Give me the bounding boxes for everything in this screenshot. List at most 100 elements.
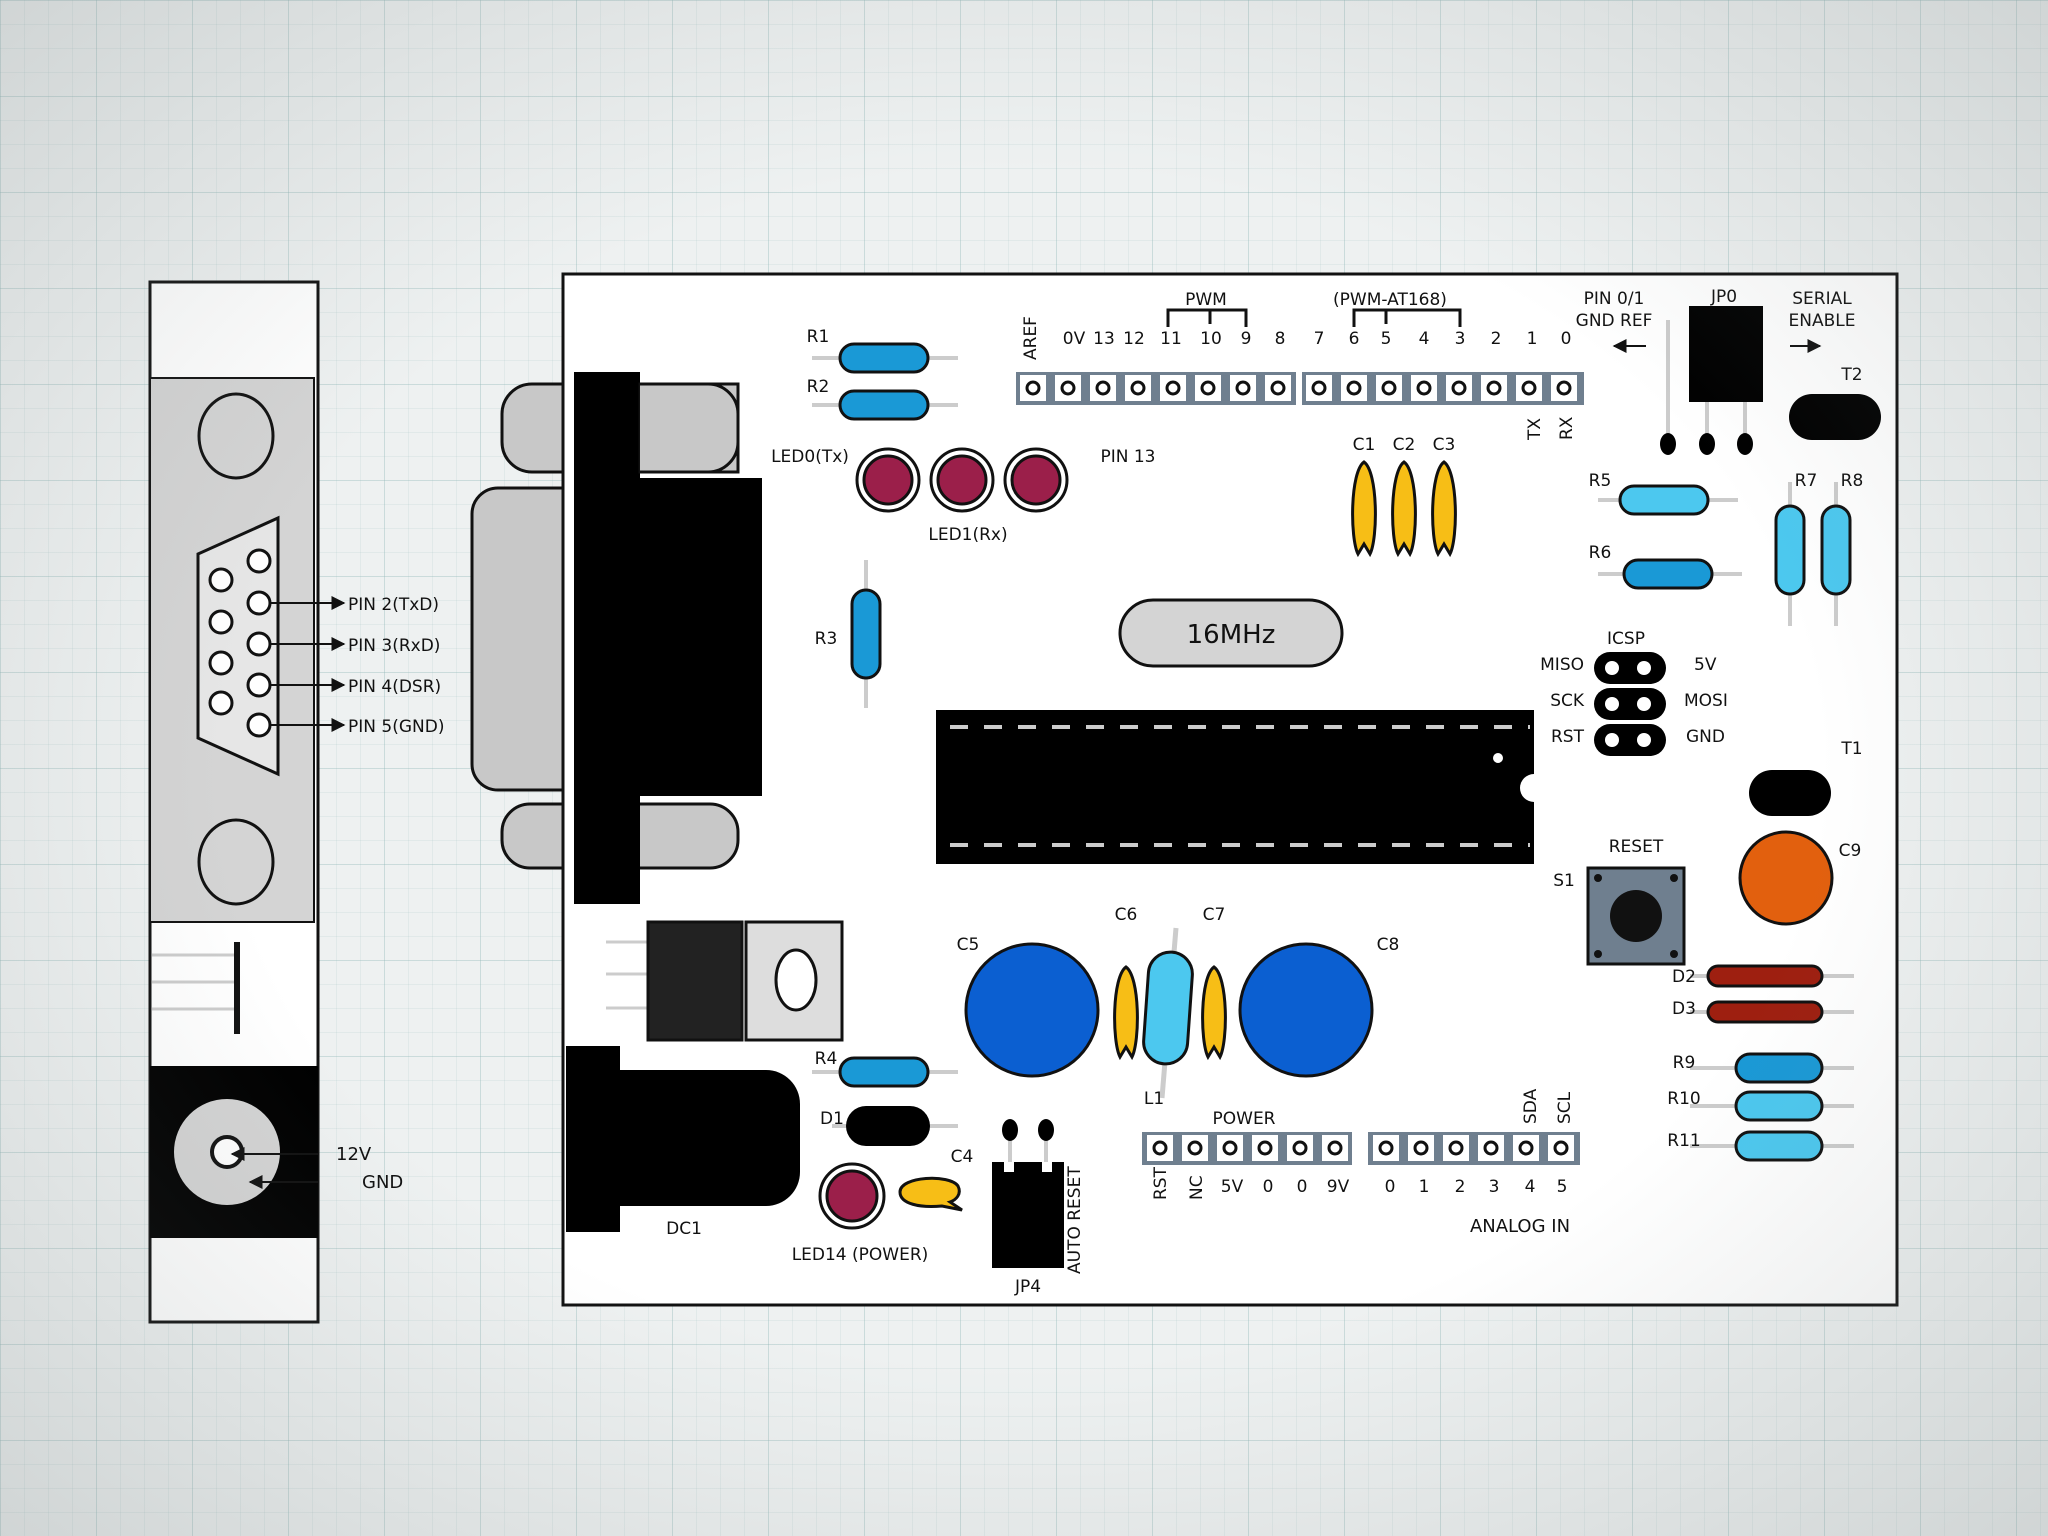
resistor-r1	[812, 342, 958, 374]
led1-label: LED1(Rx)	[928, 525, 1007, 545]
resistor-r7	[1774, 482, 1806, 626]
header-pin-hole	[1521, 380, 1537, 396]
header-pin-hole	[1413, 1140, 1429, 1156]
icsp-pin-pair[interactable]	[1594, 688, 1666, 720]
pin-label: 12	[1123, 329, 1145, 349]
pin-label: NC	[1187, 1175, 1207, 1200]
scl-label: SCL	[1555, 1091, 1575, 1124]
power-header-title: POWER	[1213, 1109, 1276, 1129]
pin-label: 0	[1297, 1177, 1308, 1197]
capacitors-c6-c7-inductor-l1	[1113, 927, 1227, 1099]
db9-pins	[208, 548, 272, 738]
r4-label: R4	[815, 1049, 838, 1069]
ceramic-capacitor	[1351, 460, 1377, 558]
pin-label: 0V	[1063, 329, 1086, 349]
pin-label: 2	[1491, 329, 1502, 349]
r7-label: R7	[1795, 471, 1818, 491]
pin3-label: PIN 3(RxD)	[348, 636, 440, 656]
power-gnd-label: GND	[362, 1172, 403, 1193]
aref-label: AREF	[1021, 316, 1041, 360]
resistor-r11	[1690, 1130, 1854, 1162]
capacitor-c8	[1238, 942, 1374, 1078]
jp0-label: JP0	[1710, 287, 1737, 307]
header-pin-hole	[1483, 1140, 1499, 1156]
t2-label: T2	[1840, 365, 1862, 385]
analog-in-label: ANALOG IN	[1470, 1216, 1570, 1237]
d2-label: D2	[1672, 967, 1696, 987]
pin-label: 6	[1349, 329, 1360, 349]
header-pin-hole	[1553, 1140, 1569, 1156]
led14-power	[818, 1162, 886, 1230]
header-pin-hole	[1486, 380, 1502, 396]
pin5-label: PIN 5(GND)	[348, 717, 444, 737]
icsp-pin-pair[interactable]	[1594, 652, 1666, 684]
pin-label: 10	[1200, 329, 1222, 349]
reset-button[interactable]	[1586, 866, 1686, 966]
icsp-title: ICSP	[1607, 629, 1645, 649]
jp4-label: JP4	[1014, 1277, 1041, 1297]
db9-pin-arrows	[271, 596, 346, 732]
header-pin-hole	[1448, 1140, 1464, 1156]
diode-d1	[832, 1106, 958, 1146]
header-pin-hole	[1130, 380, 1146, 396]
icsp-5v: 5V	[1694, 655, 1717, 675]
sda-label: SDA	[1521, 1088, 1541, 1124]
resistor-r3	[850, 560, 882, 708]
pin-label: 3	[1489, 1177, 1500, 1197]
pin-label: RST	[1151, 1166, 1171, 1200]
dc-jack	[566, 1046, 800, 1232]
header-pin-hole	[1378, 1140, 1394, 1156]
enable-label: ENABLE	[1789, 311, 1856, 331]
pin-label: 8	[1275, 329, 1286, 349]
pin-label: 9	[1241, 329, 1252, 349]
jp0-jumper[interactable]	[1660, 306, 1763, 455]
c2-label: C2	[1393, 435, 1416, 455]
crystal-label: 16MHz	[1187, 620, 1276, 650]
resistor-r4	[812, 1056, 958, 1088]
pin-label: 5	[1381, 329, 1392, 349]
header-pin-hole	[1416, 380, 1432, 396]
resistor-r9	[1690, 1052, 1854, 1084]
led0-label: LED0(Tx)	[771, 447, 849, 467]
resistor-r8	[1820, 482, 1852, 626]
icsp-pin	[1637, 733, 1651, 747]
header-pin-hole	[1381, 380, 1397, 396]
c7-label: C7	[1203, 905, 1226, 925]
r10-label: R10	[1667, 1089, 1700, 1109]
c8-label: C8	[1377, 935, 1400, 955]
c1-label: C1	[1353, 435, 1376, 455]
icsp-rst: RST	[1551, 727, 1585, 747]
tx-label: TX	[1525, 418, 1545, 441]
t1-label: T1	[1840, 739, 1862, 759]
rx-label: RX	[1557, 416, 1577, 440]
r11-label: R11	[1667, 1131, 1700, 1151]
icsp-pin	[1637, 661, 1651, 675]
resistor-r2	[812, 389, 958, 421]
r5-label: R5	[1589, 471, 1612, 491]
inductor-l1	[1142, 950, 1194, 1066]
header-pin-hole	[1235, 380, 1251, 396]
pwm-label: PWM	[1185, 290, 1227, 310]
r3-label: R3	[815, 629, 838, 649]
header-pin-hole	[1060, 380, 1076, 396]
header-pin-hole	[1518, 1140, 1534, 1156]
header-pin-hole	[1346, 380, 1362, 396]
capacitor-c4	[898, 1176, 963, 1212]
c6-label: C6	[1115, 905, 1138, 925]
header-pin-hole	[1292, 1140, 1308, 1156]
jp4-jumper[interactable]	[992, 1119, 1064, 1268]
header-pin-hole	[1327, 1140, 1343, 1156]
icsp-mosi: MOSI	[1684, 691, 1728, 711]
pin-label: 13	[1093, 329, 1115, 349]
led-row	[855, 447, 1069, 513]
diode-d3	[1690, 1000, 1854, 1024]
digital-header-right	[1302, 372, 1584, 405]
gnd-ref-label: GND REF	[1576, 311, 1653, 331]
header-pin-hole	[1187, 1140, 1203, 1156]
icsp-pin	[1605, 733, 1619, 747]
t2-transistor	[1789, 394, 1881, 440]
icsp-pin-pair[interactable]	[1594, 724, 1666, 756]
resistor-r6	[1598, 558, 1742, 590]
pin-label: 4	[1525, 1177, 1536, 1197]
